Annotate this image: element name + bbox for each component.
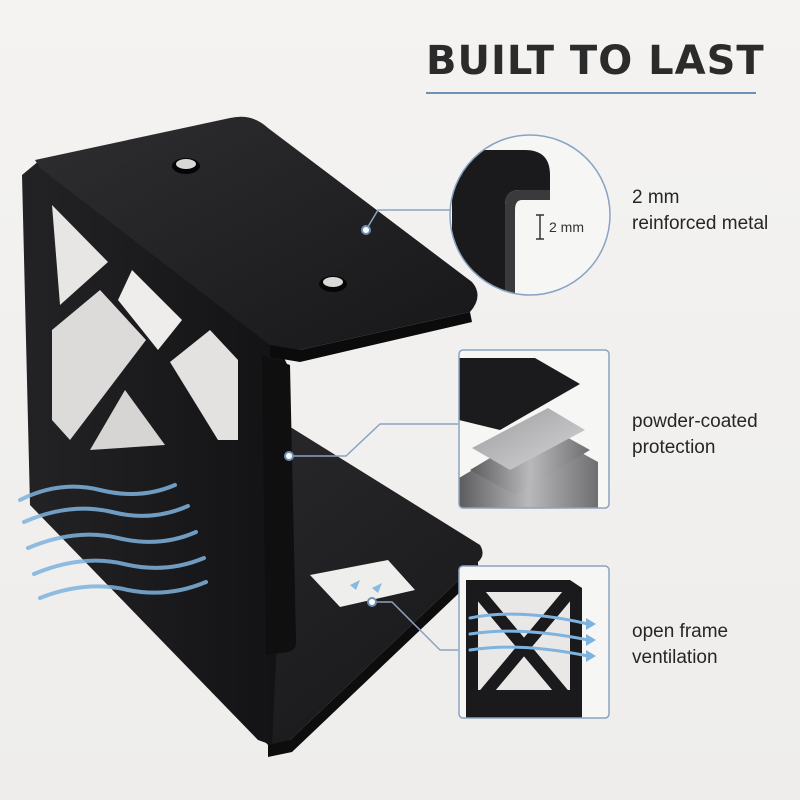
title-underline	[426, 92, 756, 94]
callout-dot	[284, 451, 294, 461]
thickness-dimension-label: 2 mm	[549, 219, 584, 235]
feature-line: open frame	[632, 621, 729, 642]
coating-layers-icon	[458, 349, 610, 509]
feature-line: protection	[632, 437, 716, 458]
feature-line: 2 mm	[632, 187, 680, 208]
feature-powder-coated: powder-coated protection	[632, 409, 758, 461]
bottom-slot	[310, 560, 415, 607]
front-panel	[262, 355, 297, 655]
bracket-body	[22, 116, 483, 757]
feature-open-frame: open frame ventilation	[632, 619, 728, 671]
metal-thickness-detail-icon	[449, 134, 611, 296]
page-title: BUILT TO LAST	[426, 38, 765, 84]
callout-dot	[367, 597, 377, 607]
airflow-frame-icon	[458, 565, 610, 719]
callout-dot	[361, 225, 371, 235]
feature-line: reinforced metal	[632, 213, 769, 234]
top-plate	[35, 116, 478, 352]
feature-line: powder-coated	[632, 411, 758, 432]
airflow-arrows	[18, 483, 208, 600]
feature-line: ventilation	[632, 647, 718, 668]
feature-reinforced-metal: 2 mm reinforced metal	[632, 185, 768, 237]
